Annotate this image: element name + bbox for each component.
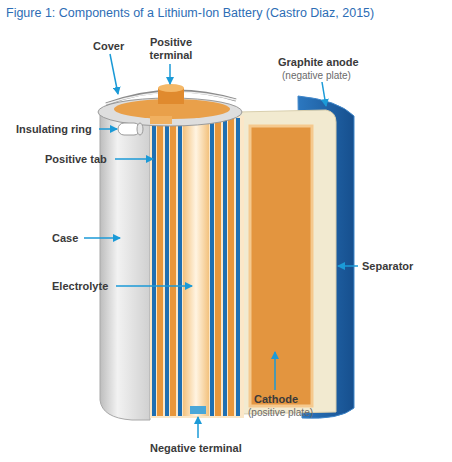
part-label: Graphite anode [278,56,359,69]
cathode-layer [228,118,234,416]
part-label: Positive terminal [140,36,202,62]
cut-face [150,116,244,418]
anode-layer [236,118,240,416]
part-label: Insulating ring [16,123,92,136]
leader-line [338,265,358,267]
wound-layers [150,116,244,418]
anode-layer [210,118,214,416]
part-label: Case [52,232,78,245]
figure-title: Figure 1: Components of a Lithium-Ion Ba… [6,6,374,20]
part-label: Cathode [254,393,298,406]
positive-terminal [158,84,184,92]
cathode-layer [215,118,221,416]
cathode-sheet [250,126,312,406]
cathode-layer [157,118,163,416]
positive-tab [150,116,172,124]
anode-layer [152,118,156,416]
leader-line [99,128,117,130]
leader-line [169,64,171,84]
leader-line [115,158,153,160]
leader-line [116,285,192,287]
cathode-layer [170,118,176,416]
insulating-ring [137,123,143,135]
leader-line [197,417,199,438]
electrolyte-core [183,118,209,416]
part-label: Negative terminal [150,442,242,455]
anode-layer [165,118,169,416]
separator-sheet [238,110,336,414]
part-label: (negative plate) [282,69,351,82]
leader-line [322,82,326,106]
part-label: Electrolyte [52,280,108,293]
leader-lines [84,54,358,438]
part-label: Cover [93,40,124,53]
leader-line [274,352,276,390]
negative-terminal [190,406,206,414]
part-label: Positive tab [45,153,107,166]
part-label: (positive plate) [248,406,313,419]
case-body [100,114,150,420]
leader-line [110,54,118,94]
anode-layer [223,118,227,416]
leader-line [84,237,120,239]
part-label: Separator [362,260,413,273]
anode-layer [178,118,182,416]
